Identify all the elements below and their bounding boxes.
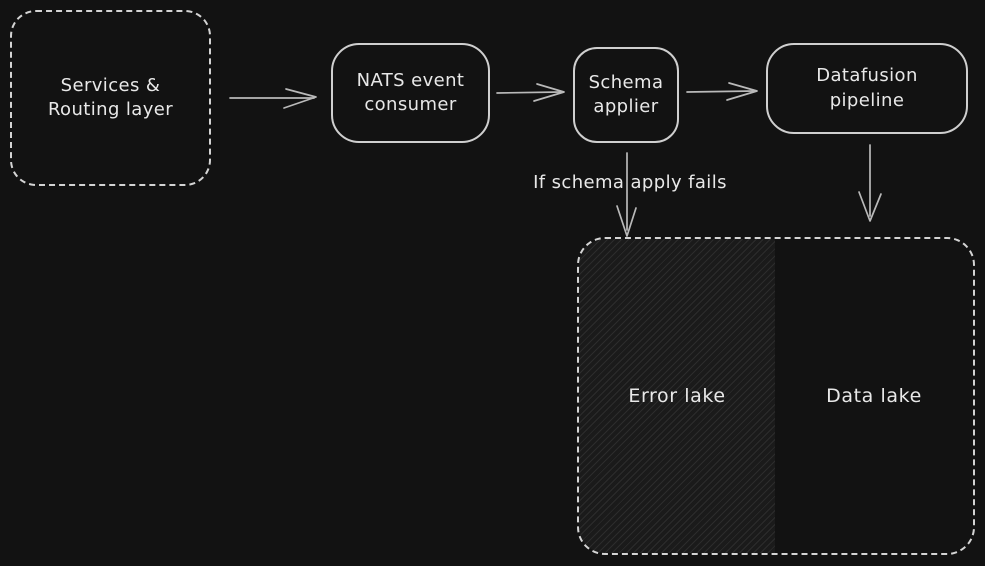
node-label: Services & Routing layer: [47, 74, 174, 120]
node-schema-applier: Schema applier: [573, 47, 679, 143]
region-error-lake: Error lake: [579, 239, 775, 553]
node-label: Datafusion pipeline: [816, 65, 918, 111]
arrow-nats-to-schema: [496, 83, 565, 102]
node-lakes-container: Error lake Data lake: [577, 237, 975, 555]
arrow-services-to-nats: [229, 88, 317, 109]
arrow-schema-to-error-lake: [616, 152, 637, 237]
edge-label-schema-fail: If schema apply fails: [533, 172, 727, 193]
arrow-schema-to-datafusion: [686, 82, 758, 101]
node-nats-event-consumer: NATS event consumer: [331, 43, 490, 143]
region-label: Data lake: [826, 385, 922, 407]
node-datafusion-pipeline: Datafusion pipeline: [766, 43, 968, 134]
arrow-datafusion-to-data-lake: [858, 144, 882, 222]
node-label: Schema applier: [588, 71, 664, 117]
node-services-routing-layer: Services & Routing layer: [10, 10, 211, 186]
region-label: Error lake: [628, 385, 726, 407]
node-label: NATS event consumer: [356, 69, 465, 115]
region-data-lake: Data lake: [775, 239, 973, 553]
